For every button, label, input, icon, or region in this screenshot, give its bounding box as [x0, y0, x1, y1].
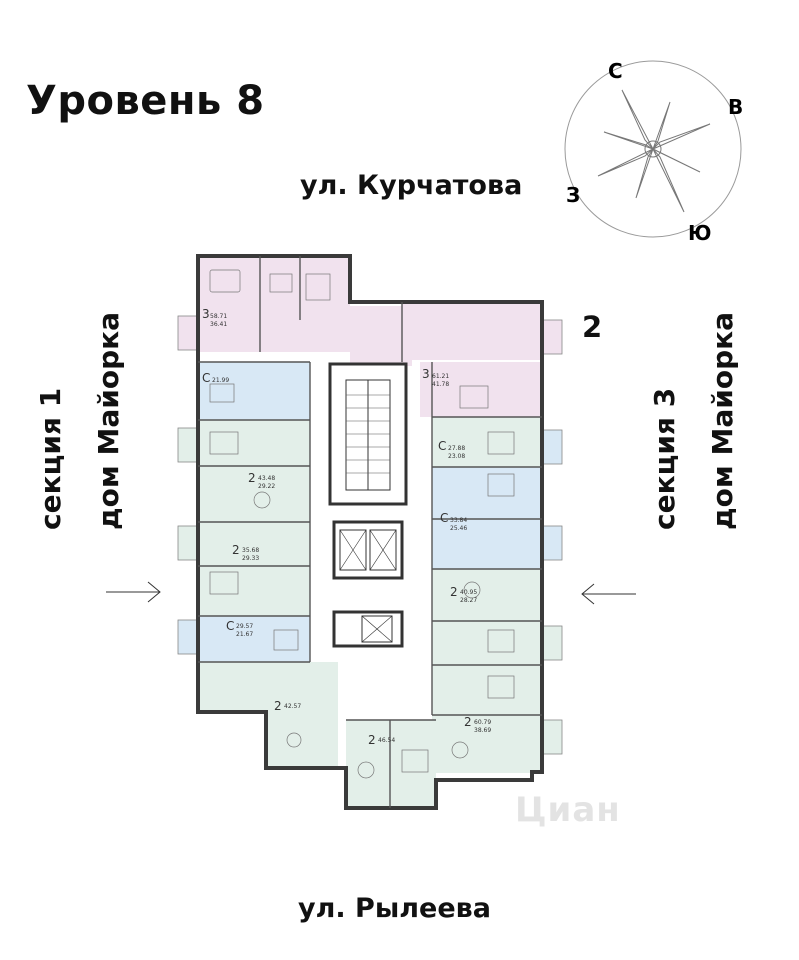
apartment-left-green-2: [198, 466, 310, 522]
apartment-right-green-4: [432, 665, 542, 715]
balcony: [541, 625, 563, 661]
right-house-label: дом Майорка: [706, 311, 739, 530]
floor-plan: 3 58.71 36.41 3 61.21 41.78 С 21.99 2 43…: [177, 254, 563, 810]
apartment-labels: 3 58.71 36.41 3 61.21 41.78 С 21.99 2 43…: [202, 307, 491, 747]
balcony: [177, 427, 199, 463]
apt-living: 29.22: [258, 483, 275, 490]
right-entrance-arrow: [581, 583, 636, 605]
compass-star: [597, 89, 711, 213]
apt-rooms: С: [440, 511, 448, 525]
apt-rooms: 2: [450, 585, 458, 599]
apartment-left-green-5: [198, 662, 338, 712]
apt-living: 41.78: [432, 381, 449, 388]
balcony: [541, 525, 563, 561]
interior-walls: [198, 256, 542, 808]
street-bottom-label: ул. Рылеева: [298, 893, 491, 924]
compass-east: В: [728, 95, 743, 119]
apt-living: 36.41: [210, 321, 227, 328]
apartment-right-green-3: [432, 621, 542, 665]
apartment-right-green-1: [432, 417, 542, 467]
left-section-label: секция 1: [34, 387, 67, 530]
apartment-left-green-3: [198, 522, 310, 566]
apartment-left-blue-1: [198, 362, 310, 420]
compass: С В Ю З: [564, 59, 743, 245]
apartment-right-pink-2: [420, 362, 542, 417]
apt-area: 58.71: [210, 313, 227, 320]
apt-living: 29.33: [242, 555, 259, 562]
apt-living: 38.69: [474, 727, 491, 734]
compass-west: З: [566, 183, 580, 207]
apartment-left-green-4: [198, 566, 310, 616]
left-house-label: дом Майорка: [92, 311, 125, 530]
apt-area: 40.95: [460, 589, 477, 596]
apartment-top-left: [198, 256, 350, 352]
apt-rooms: 2: [368, 733, 376, 747]
balcony: [177, 619, 199, 655]
apt-rooms: 3: [422, 367, 430, 381]
balcony: [177, 315, 199, 351]
apartment-right-green-2: [432, 569, 542, 621]
balcony: [541, 319, 563, 355]
apartment-left-green-1: [198, 420, 310, 466]
right-section-label: секция 3: [648, 387, 681, 530]
apt-living: 21.67: [236, 631, 253, 638]
apt-area: 60.79: [474, 719, 491, 726]
apt-area: 35.68: [242, 547, 259, 554]
building-core: [328, 362, 408, 648]
balcony: [541, 719, 563, 755]
furniture: [209, 269, 515, 779]
apartment-bottom-center: [346, 720, 436, 808]
apt-rooms: С: [226, 619, 234, 633]
street-top-label: ул. Курчатова: [300, 170, 523, 201]
compass-center: [644, 140, 662, 158]
apt-rooms: С: [202, 371, 210, 385]
apt-area: 29.57: [236, 623, 253, 630]
apt-rooms: 3: [202, 307, 210, 321]
apt-rooms: 2: [232, 543, 240, 557]
apartment-left-green-6: [266, 712, 338, 768]
apartment-right-blue-1: [432, 467, 542, 519]
level-title: Уровень 8: [26, 78, 265, 124]
balcony: [541, 429, 563, 465]
compass-north: С: [608, 59, 623, 83]
left-entrance-arrow: [106, 581, 161, 603]
apt-rooms: 2: [248, 471, 256, 485]
apt-area: 42.57: [284, 703, 301, 710]
apartment-right-green-5: [432, 715, 542, 773]
balcony: [177, 525, 199, 561]
section-number: 2: [582, 310, 603, 344]
apt-area: 21.99: [212, 377, 229, 384]
apt-rooms: С: [438, 439, 446, 453]
apt-area: 33.84: [450, 517, 467, 524]
apt-area: 43.48: [258, 475, 275, 482]
compass-ring: [564, 60, 742, 238]
compass-south: Ю: [688, 221, 711, 245]
apt-rooms: 2: [274, 699, 282, 713]
watermark: Циан: [515, 790, 621, 830]
apt-rooms: 2: [464, 715, 472, 729]
apt-area: 46.54: [378, 737, 395, 744]
apartment-top-right: [402, 302, 542, 360]
apt-living: 23.08: [448, 453, 465, 460]
apt-living: 28.27: [460, 597, 477, 604]
apt-area: 61.21: [432, 373, 449, 380]
exterior-walls: [196, 254, 544, 810]
apartment-right-blue-2: [432, 519, 542, 569]
apt-area: 27.88: [448, 445, 465, 452]
apartment-left-blue-2: [198, 616, 310, 662]
apt-living: 25.46: [450, 525, 467, 532]
